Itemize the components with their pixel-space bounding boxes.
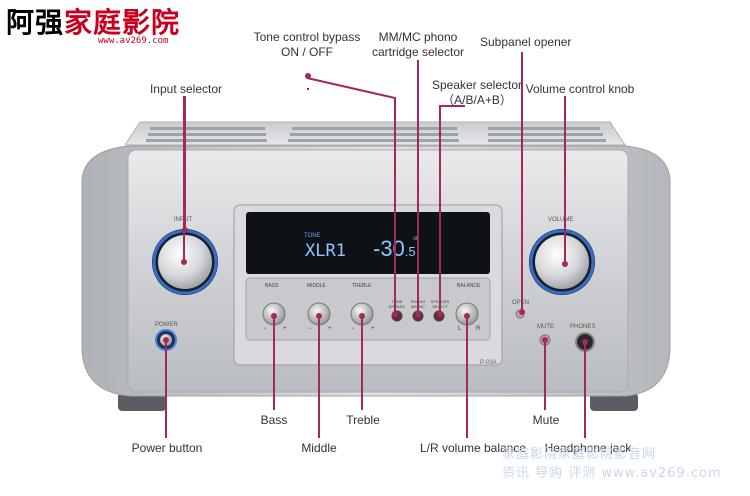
callout-treble: Treble: [346, 413, 380, 427]
callout-tone-bypass: Tone control bypass ON / OFF: [252, 30, 362, 60]
watermark-line2: 资讯 导购 评测 www.av269.com: [502, 466, 722, 481]
middle-plus-label: +: [328, 326, 332, 332]
balance-left-label: L: [458, 326, 462, 332]
bass-minus-label: −: [263, 326, 267, 332]
display-volume: -30.5: [373, 236, 416, 262]
balance-label: BALANCE: [457, 283, 481, 289]
line-tone-bypass: [306, 77, 396, 312]
display-input: XLR1: [305, 241, 346, 261]
display-tone: TONE: [304, 233, 321, 239]
callout-volume: Volume control knob: [525, 82, 635, 96]
foot-right-front: [590, 393, 638, 411]
tone-bypass-label: TONE BYPASS: [389, 299, 405, 309]
phones-label: PHONES: [570, 324, 596, 330]
foot-left-front: [118, 393, 166, 411]
display-volume-value: -30: [373, 236, 405, 261]
callout-speaker-line1: Speaker selector: [431, 78, 523, 92]
model-label: P-03A: [480, 360, 497, 366]
callout-phono: MM/MC phono cartridge selector: [366, 30, 470, 60]
treble-label: TREBLE: [352, 283, 372, 289]
callout-bass: Bass: [260, 413, 288, 427]
balance-right-label: R: [476, 326, 481, 332]
logo-name-part2: 家庭影院: [64, 6, 181, 39]
treble-minus-label: −: [351, 326, 355, 332]
callout-phono-line1: MM/MC phono: [378, 30, 458, 44]
open-label: OPEN: [512, 300, 530, 306]
line-speaker: [439, 105, 465, 312]
logo-url: www.av269.com: [98, 36, 169, 46]
bass-label: BASS: [265, 283, 279, 289]
mute-label: MUTE: [537, 324, 554, 330]
callout-power: Power button: [131, 441, 203, 455]
bass-plus-label: +: [283, 326, 287, 332]
callout-headphone: Headphone jack: [544, 441, 632, 455]
callout-tone-bypass-line2: ON / OFF: [281, 45, 333, 59]
callout-mute: Mute: [532, 413, 560, 427]
callout-tone-bypass-line1: Tone control bypass: [253, 30, 361, 44]
callout-subpanel: Subpanel opener: [480, 35, 572, 49]
line-tone-stub: [307, 88, 309, 90]
power-label: POWER: [155, 322, 178, 328]
logo-name: 阿强家庭影院: [6, 8, 180, 38]
callout-speaker: Speaker selector （A/B/A+B）: [425, 78, 529, 108]
middle-label: MIDDLE: [307, 283, 326, 289]
callout-input: Input selector: [149, 82, 223, 96]
display-volume-decimal: .5: [404, 244, 416, 259]
middle-minus-label: −: [308, 326, 312, 332]
callout-middle: Middle: [301, 441, 337, 455]
display-window: [246, 212, 490, 274]
callout-phono-line2: cartridge selector: [371, 45, 465, 59]
callout-balance: L/R volume balance: [419, 441, 527, 455]
watermark-line1: 家庭影院家庭影院影音网: [502, 447, 657, 462]
volume-label: VOLUME: [548, 217, 574, 223]
site-logo: 阿强家庭影院 www.av269.com: [6, 8, 180, 47]
treble-plus-label: +: [371, 326, 375, 332]
display-db: dB: [413, 236, 420, 242]
logo-name-part1: 阿强: [6, 6, 65, 39]
top-vents: [146, 127, 606, 142]
callout-speaker-line2: （A/B/A+B）: [442, 93, 512, 107]
volume-knob[interactable]: [535, 235, 589, 289]
